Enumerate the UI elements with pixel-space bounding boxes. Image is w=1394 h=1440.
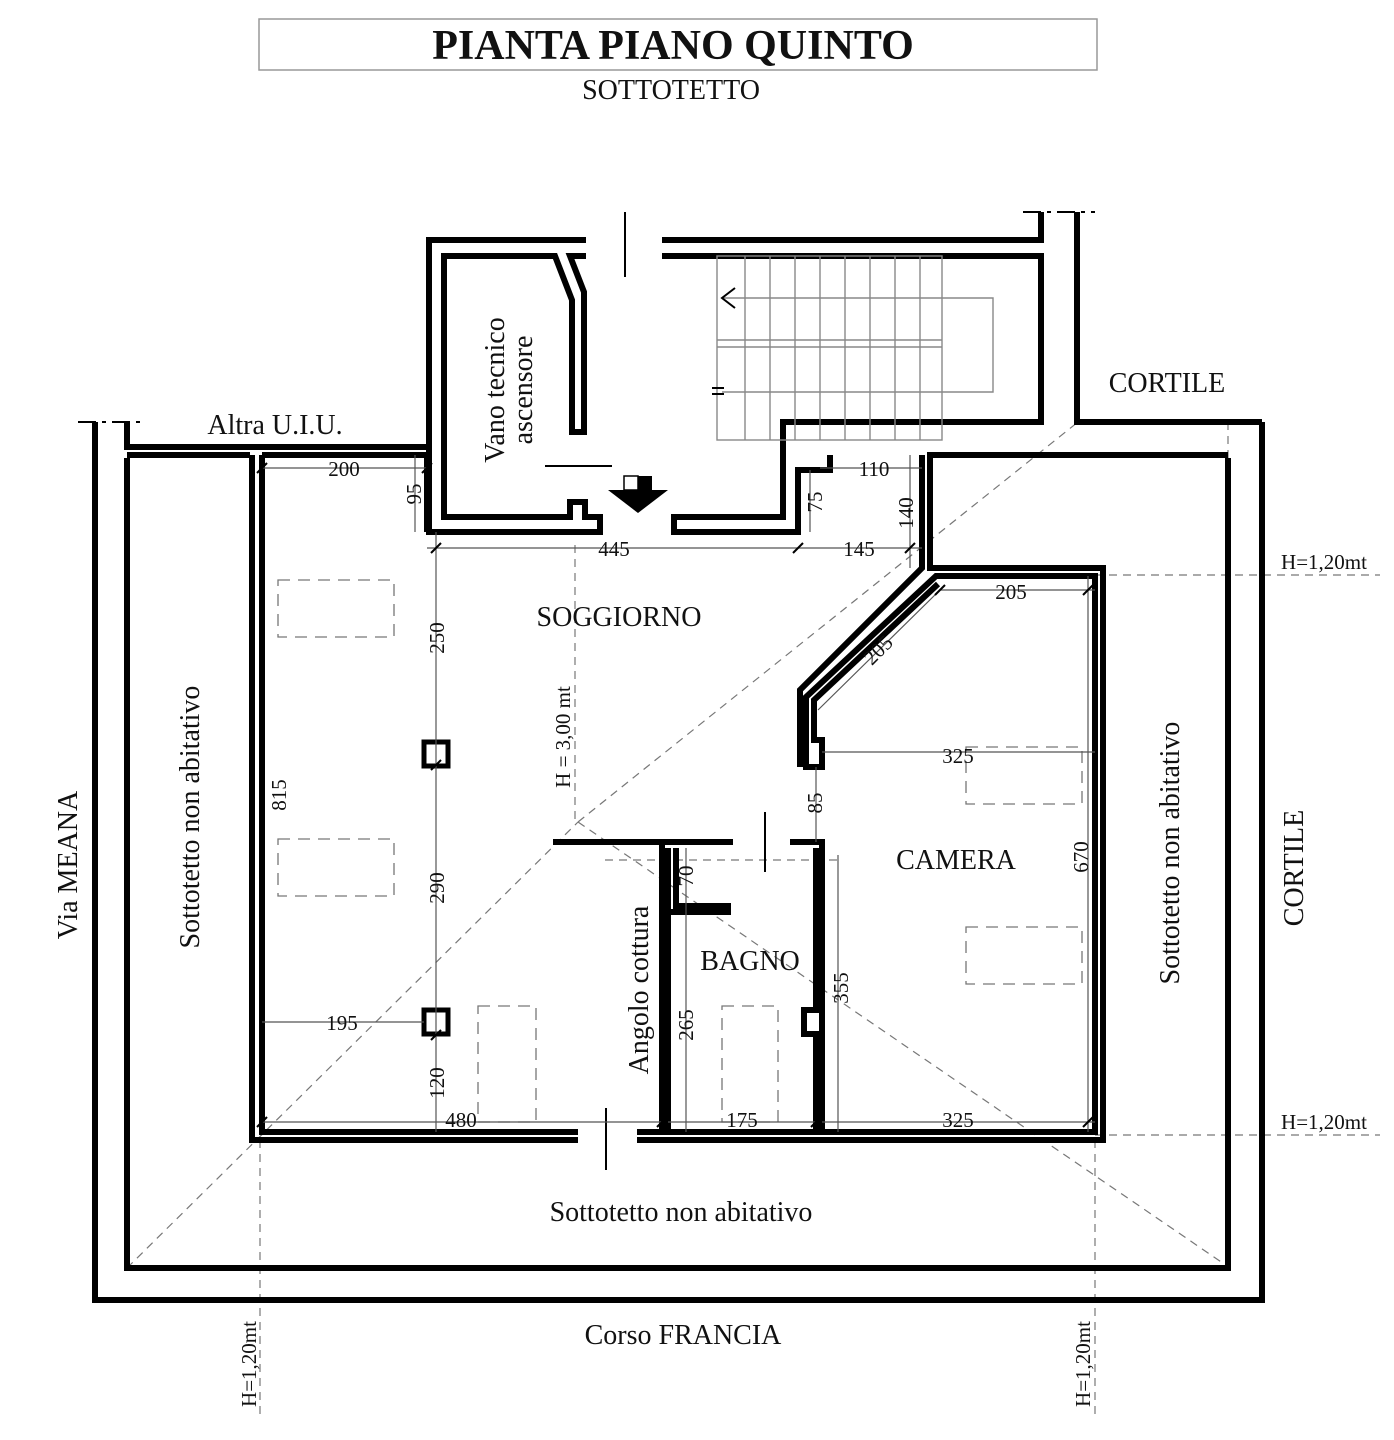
dim-145: 145 [843, 537, 875, 561]
label-cortile-top: CORTILE [1109, 368, 1226, 399]
dim-815: 815 [267, 779, 291, 811]
room-soggiorno: SOGGIORNO [537, 602, 702, 633]
room-vano-tecnico-line1: Vano tecnico [480, 317, 511, 462]
street-via-meana: Via MEANA [53, 790, 84, 939]
room-sottotetto-right: Sottotetto non abitativo [1155, 722, 1186, 985]
room-vano-tecnico-line2: ascensore [508, 336, 539, 445]
height-bottom-right: H=1,20mt [1071, 1321, 1095, 1407]
dim-325-bottom: 325 [942, 1108, 974, 1132]
apartment-walls [127, 452, 1228, 1170]
page-title: PIANTA PIANO QUINTO [432, 23, 914, 69]
dim-120: 120 [425, 1067, 449, 1099]
room-bagno: BAGNO [700, 946, 800, 977]
outer-walls [78, 211, 1265, 1303]
label-cortile-right: CORTILE [1279, 810, 1310, 927]
dim-670: 670 [1069, 841, 1093, 873]
dim-75: 75 [803, 492, 827, 513]
dim-95: 95 [402, 484, 426, 505]
title-frame [258, 18, 1098, 71]
label-altra-uiu: Altra U.I.U. [207, 410, 342, 441]
dim-290: 290 [425, 872, 449, 904]
dim-85: 85 [803, 793, 827, 814]
stair-core [426, 212, 1044, 535]
dim-325-mid: 325 [942, 744, 974, 768]
street-labels: Via MEANA Corso FRANCIA CORTILE CORTILE [53, 368, 1310, 1351]
north-arrow-icon [608, 475, 668, 513]
room-labels: SOGGIORNO CAMERA BAGNO Angolo cottura Va… [175, 317, 1186, 1228]
height-right-top: H=1,20mt [1281, 550, 1367, 574]
dim-355: 355 [829, 972, 853, 1004]
dimension-labels: 200 95 445 145 110 75 140 250 815 290 19… [267, 457, 1093, 1132]
height-right-bottom: H=1,20mt [1281, 1110, 1367, 1134]
room-camera: CAMERA [896, 845, 1017, 876]
dim-140: 140 [894, 497, 918, 529]
room-angolo-cottura: Angolo cottura [624, 905, 655, 1074]
room-sottotetto-left: Sottotetto non abitativo [175, 686, 206, 949]
street-corso-francia: Corso FRANCIA [585, 1320, 783, 1351]
dim-480: 480 [445, 1108, 477, 1132]
dim-265: 265 [674, 1009, 698, 1041]
dimension-lines [256, 455, 1095, 1132]
dim-200: 200 [328, 457, 360, 481]
height-bottom-left: H=1,20mt [237, 1321, 261, 1407]
dim-175: 175 [726, 1108, 758, 1132]
dim-195: 195 [326, 1011, 358, 1035]
page-subtitle: SOTTOTETTO [582, 75, 760, 106]
room-sottotetto-bottom: Sottotetto non abitativo [550, 1197, 813, 1228]
dim-70: 70 [674, 866, 698, 887]
height-center: H = 3,00 mt [551, 686, 575, 788]
dim-205-top: 205 [995, 580, 1027, 604]
dim-445: 445 [598, 537, 630, 561]
height-labels: H = 3,00 mt H=1,20mt H=1,20mt H=1,20mt H… [237, 550, 1367, 1407]
dim-110: 110 [859, 457, 890, 481]
dim-250: 250 [425, 622, 449, 654]
